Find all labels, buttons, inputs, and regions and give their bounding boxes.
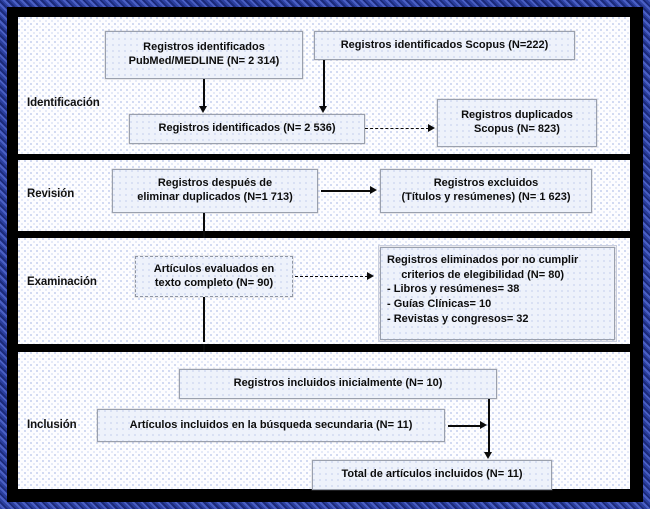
arrowhead-secondary-to-junction — [480, 421, 487, 429]
arrowhead-total-to-duplicates — [428, 124, 435, 132]
node-scopus-identified[interactable]: Registros identificados Scopus (N=222) — [314, 31, 575, 60]
node-identified-total-text: Registros identificados (N= 2 536) — [158, 122, 336, 135]
node-full-text-assessed[interactable]: Artículos evaluados en texto completo (N… — [135, 256, 293, 297]
connector-afterdup-to-excluded — [321, 190, 371, 192]
connector-pubmed-to-total — [203, 79, 205, 107]
node-after-duplicates[interactable]: Registros después de eliminar duplicados… — [112, 169, 318, 213]
arrowhead-scopus-to-total — [319, 106, 327, 113]
node-full-text-assessed-text: Artículos evaluados en texto completo (N… — [153, 262, 275, 289]
connector-fulltext-down-stub — [203, 297, 205, 342]
node-duplicates-scopus[interactable]: Registros duplicados Scopus (N= 823) — [437, 99, 597, 147]
stage-label-examinacion: Examinación — [27, 276, 97, 288]
node-duplicates-text: Registros duplicados Scopus (N= 823) — [461, 109, 573, 135]
node-included-initially-text: Registros incluidos inicialmente (N= 10) — [233, 377, 443, 390]
node-eligibility-excluded-text: Registros eliminados por no cumplir crit… — [387, 254, 579, 325]
node-identified-total[interactable]: Registros identificados (N= 2 536) — [129, 114, 365, 144]
node-excluded-titles-text: Registros excluidos (Títulos y resúmenes… — [401, 177, 571, 203]
node-pubmed-text: Registros identificados PubMed/MEDLINE (… — [128, 41, 280, 67]
stage-panel-inclusion: Inclusión Registros incluidos inicialmen… — [18, 352, 630, 490]
diagram-canvas: Identificación Registros identificados P… — [7, 7, 643, 502]
node-total-included-text: Total de artículos incluidos (N= 11) — [341, 468, 523, 481]
connector-scopus-to-total — [323, 60, 325, 107]
stage-panel-identificacion: Identificación Registros identificados P… — [18, 17, 630, 154]
node-total-included[interactable]: Total de artículos incluidos (N= 11) — [312, 460, 552, 490]
node-excluded-titles[interactable]: Registros excluidos (Títulos y resúmenes… — [380, 169, 592, 213]
stage-panel-revision: Revisión Registros después de eliminar d… — [18, 160, 630, 231]
node-pubmed-identified[interactable]: Registros identificados PubMed/MEDLINE (… — [105, 31, 303, 79]
connector-afterdup-down-stub — [203, 213, 205, 231]
arrowhead-pubmed-to-total — [199, 106, 207, 113]
stage-label-identificacion: Identificación — [27, 97, 100, 109]
node-included-initially[interactable]: Registros incluidos inicialmente (N= 10) — [179, 369, 497, 399]
node-secondary-search[interactable]: Artículos incluidos en la búsqueda secun… — [97, 409, 445, 442]
connector-secondary-to-junction — [448, 425, 482, 427]
node-after-duplicates-text: Registros después de eliminar duplicados… — [137, 177, 293, 203]
node-eligibility-excluded[interactable]: Registros eliminados por no cumplir crit… — [378, 245, 617, 342]
node-secondary-search-text: Artículos incluidos en la búsqueda secun… — [129, 418, 413, 431]
arrowhead-initial-to-total — [484, 452, 492, 459]
node-scopus-text: Registros identificados Scopus (N=222) — [340, 38, 549, 51]
connector-total-to-duplicates — [365, 128, 429, 129]
connector-initial-to-total — [488, 399, 490, 454]
arrowhead-fulltext-to-eligibility — [367, 272, 374, 280]
stage-label-inclusion: Inclusión — [27, 419, 77, 431]
connector-fulltext-to-eligibility — [295, 276, 368, 277]
arrowhead-afterdup-to-excluded — [370, 186, 377, 194]
stage-label-revision: Revisión — [27, 188, 75, 200]
stage-panel-examinacion: Examinación Artículos evaluados en texto… — [18, 238, 630, 344]
